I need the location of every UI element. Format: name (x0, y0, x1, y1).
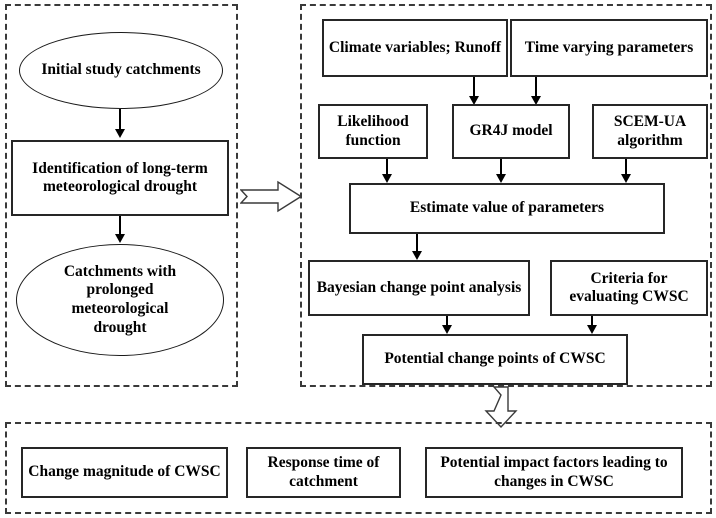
arrowhead-icon (442, 325, 452, 334)
node-change-magnitude-of-cwsc[interactable]: Change magnitude of CWSC (21, 447, 228, 498)
node-label: Potential impact factors leading to chan… (440, 454, 668, 490)
results-panel (5, 422, 712, 514)
node-label: Climate variables; Runoff (328, 38, 502, 56)
node-potential-change-points-of-cwsc[interactable]: Potential change points of CWSC (362, 334, 628, 385)
arrowhead-icon (469, 96, 479, 105)
arrowhead-icon (115, 129, 125, 138)
node-label: Criteria for evaluating CWSC (569, 269, 689, 305)
connector-climate-to-gr4j (473, 77, 475, 98)
node-catchments-prolonged-drought[interactable]: Catchments with prolonged meteorological… (16, 244, 224, 356)
node-gr4j-model[interactable]: GR4J model (452, 104, 570, 159)
arrowhead-icon (531, 96, 541, 105)
node-label: Potential change points of CWSC (384, 350, 606, 368)
node-label: SCEM-UA algorithm (613, 113, 687, 149)
node-climate-variables-runoff[interactable]: Climate variables; Runoff (322, 19, 508, 77)
model-calibration-panel (300, 4, 712, 387)
connector-likelihood-to-estimate (386, 159, 388, 176)
connector-identification-to-catchments (119, 216, 121, 238)
connector-estimate-to-bayesian (416, 234, 418, 253)
node-label: GR4J model (469, 122, 553, 140)
node-initial-study-catchments[interactable]: Initial study catchments (19, 32, 223, 109)
arrowhead-icon (382, 174, 392, 183)
node-label: Change magnitude of CWSC (28, 463, 221, 481)
connector-bayesian-to-potential (446, 316, 448, 328)
arrowhead-icon (621, 174, 631, 183)
node-criteria-for-evaluating-cwsc[interactable]: Criteria for evaluating CWSC (550, 260, 708, 316)
connector-timevarying-to-gr4j (535, 77, 537, 98)
node-scem-ua-algorithm[interactable]: SCEM-UA algorithm (592, 104, 708, 159)
right-to-bottom-block-arrow (484, 386, 518, 428)
node-response-time-of-catchment[interactable]: Response time of catchment (246, 447, 401, 498)
node-likelihood-function[interactable]: Likelihood function (318, 104, 428, 159)
node-time-varying-parameters[interactable]: Time varying parameters (510, 19, 708, 77)
connector-initial-to-identification (119, 109, 121, 131)
catchment-selection-panel (5, 4, 238, 387)
node-label: Catchments with prolonged meteorological… (63, 262, 177, 336)
arrowhead-icon (587, 325, 597, 334)
connector-criteria-to-potential (591, 316, 593, 328)
node-label: Bayesian change point analysis (316, 278, 522, 296)
node-label: Estimate value of parameters (409, 199, 605, 217)
node-label: Identification of long-term meteorologic… (32, 159, 208, 195)
arrowhead-icon (115, 234, 125, 243)
node-bayesian-change-point-analysis[interactable]: Bayesian change point analysis (308, 260, 530, 316)
node-estimate-value-of-parameters[interactable]: Estimate value of parameters (349, 183, 665, 234)
connector-scemua-to-estimate (625, 159, 627, 176)
node-label: Initial study catchments (41, 61, 201, 79)
arrowhead-icon (412, 251, 422, 260)
node-label: Response time of catchment (267, 454, 380, 490)
node-potential-impact-factors[interactable]: Potential impact factors leading to chan… (425, 447, 683, 498)
node-label: Likelihood function (337, 113, 409, 149)
arrowhead-icon (496, 174, 506, 183)
node-identification-long-term-drought[interactable]: Identification of long-term meteorologic… (11, 140, 229, 216)
left-to-right-block-arrow (240, 180, 302, 213)
connector-gr4j-to-estimate (500, 159, 502, 176)
node-label: Time varying parameters (524, 38, 694, 56)
